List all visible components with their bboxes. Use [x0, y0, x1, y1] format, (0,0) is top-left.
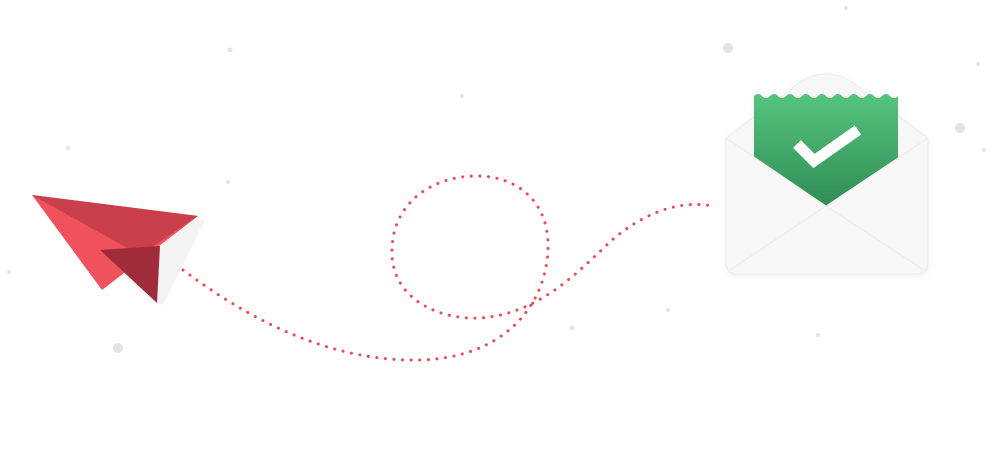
background-dot	[816, 333, 820, 337]
background-dot	[982, 148, 986, 152]
plane-fold	[32, 195, 198, 255]
background-dot	[723, 43, 733, 53]
background-dots	[7, 6, 986, 353]
flight-trail	[181, 174, 714, 362]
envelope-fold	[729, 205, 925, 271]
background-dot	[66, 146, 70, 150]
background-dot	[844, 6, 848, 10]
plane-keel	[100, 246, 160, 303]
checkmark-icon	[793, 125, 862, 169]
background-dot	[955, 123, 965, 133]
letter	[754, 94, 898, 206]
background-dot	[460, 94, 464, 98]
background-dot	[7, 270, 11, 274]
background-dot	[976, 62, 980, 66]
background-dot	[569, 325, 575, 331]
paper-plane-icon	[32, 195, 205, 305]
background-dot	[227, 47, 233, 53]
background-dot	[226, 180, 230, 184]
envelope-icon	[725, 73, 929, 275]
background-dot	[666, 308, 670, 312]
background-dot	[113, 343, 123, 353]
